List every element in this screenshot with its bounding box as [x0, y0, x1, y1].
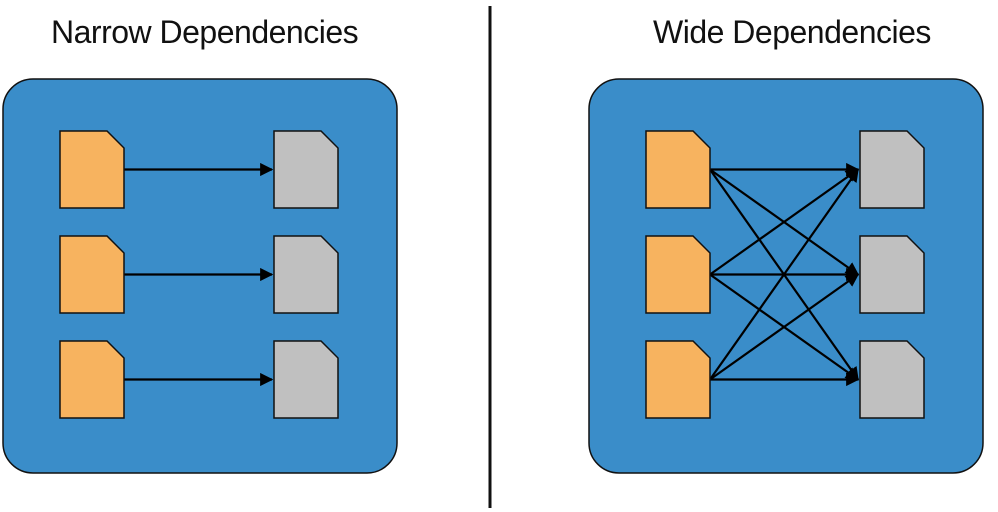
wide-dependency-arrow [709, 168, 860, 276]
wide-parent-partition-icon [645, 130, 711, 209]
wide-dependencies-title: Wide Dependencies [653, 14, 931, 50]
wide-parent-partition-icon [645, 340, 711, 419]
wide-child-partition-icon [859, 235, 925, 314]
wide-child-partition-icon [859, 340, 925, 419]
narrow-child-partition-icon [273, 235, 339, 314]
narrow-parent-partition-icon [59, 235, 125, 314]
narrow-parent-partition-icon [59, 340, 125, 419]
narrow-dependencies-panel [2, 78, 398, 474]
wide-dependency-arrow [709, 168, 859, 381]
wide-dependency-arrow [709, 273, 860, 381]
narrow-child-partition-icon [273, 340, 339, 419]
wide-parent-partition-icon [645, 235, 711, 314]
narrow-dependencies-title: Narrow Dependencies [51, 14, 359, 50]
wide-child-partition-icon [859, 130, 925, 209]
narrow-child-partition-icon [273, 130, 339, 209]
wide-dependencies-panel [588, 78, 984, 474]
narrow-parent-partition-icon [59, 130, 125, 209]
